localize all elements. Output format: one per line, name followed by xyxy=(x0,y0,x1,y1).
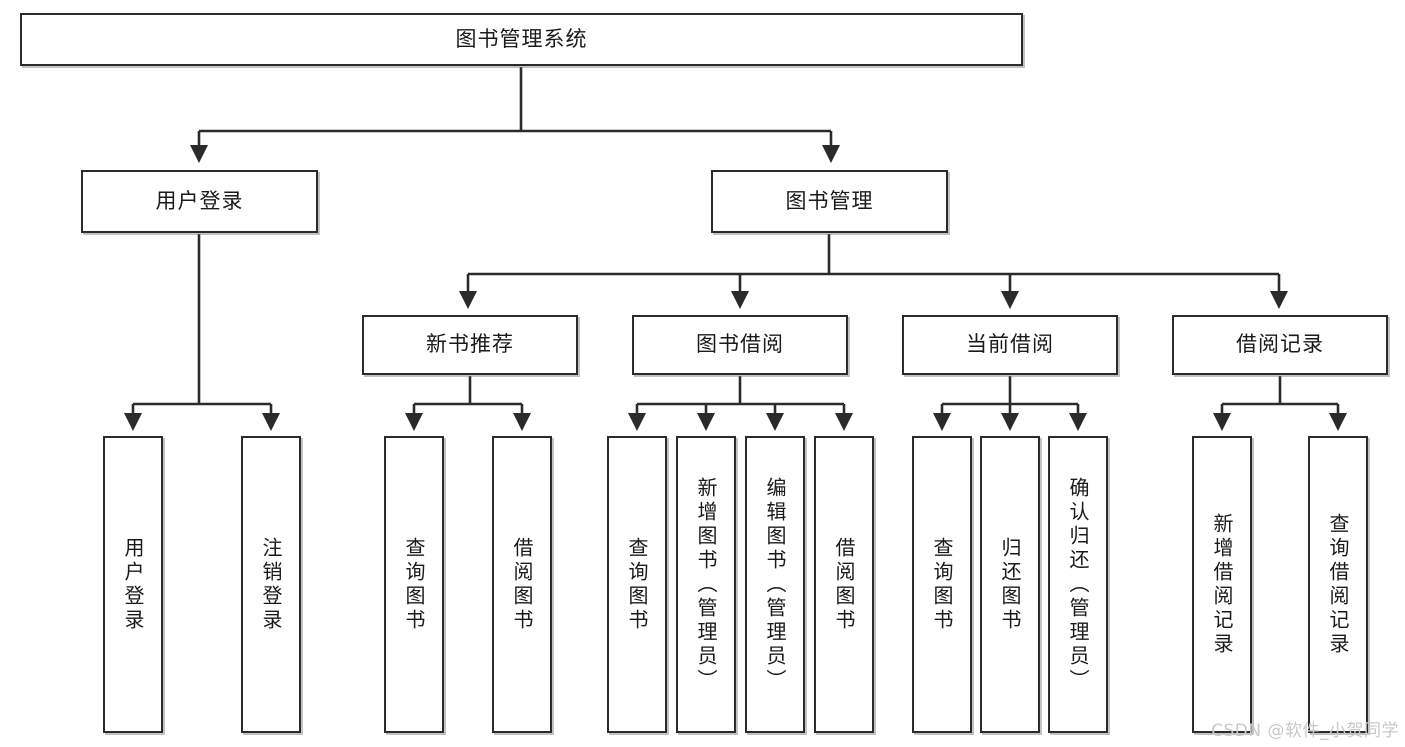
node-leaf-borrow-book-recommend[interactable]: 借阅图书 xyxy=(492,436,552,733)
node-current-borrow[interactable]: 当前借阅 xyxy=(902,315,1118,375)
node-leaf-confirm-return-admin[interactable]: 确认归还（管理员） xyxy=(1048,436,1108,733)
node-leaf-edit-book-admin[interactable]: 编辑图书（管理员） xyxy=(745,436,805,733)
node-label: 图书管理 xyxy=(785,188,874,213)
node-leaf-add-book-admin[interactable]: 新增图书（管理员） xyxy=(676,436,736,733)
node-borrow-record[interactable]: 借阅记录 xyxy=(1172,315,1388,375)
node-label: 查询图书 xyxy=(402,536,426,633)
node-leaf-query-book-current[interactable]: 查询图书 xyxy=(912,436,972,733)
node-root-book-management-system[interactable]: 图书管理系统 xyxy=(20,13,1023,66)
node-leaf-user-logout[interactable]: 注销登录 xyxy=(241,436,301,733)
node-book-borrow[interactable]: 图书借阅 xyxy=(632,315,848,375)
node-leaf-query-book-recommend[interactable]: 查询图书 xyxy=(384,436,444,733)
node-label: 用户登录 xyxy=(155,188,244,213)
node-label: 注销登录 xyxy=(259,536,283,633)
node-label: 借阅记录 xyxy=(1236,332,1324,357)
node-label: 用户登录 xyxy=(121,536,145,633)
node-user-login[interactable]: 用户登录 xyxy=(81,170,318,233)
node-leaf-query-book-borrow[interactable]: 查询图书 xyxy=(607,436,667,733)
node-label: 确认归还（管理员） xyxy=(1066,476,1090,693)
node-label: 查询图书 xyxy=(625,536,649,633)
node-label: 新增图书（管理员） xyxy=(694,476,718,693)
node-label: 查询借阅记录 xyxy=(1326,512,1350,657)
node-label: 图书借阅 xyxy=(696,332,784,357)
node-label: 编辑图书（管理员） xyxy=(763,476,787,693)
node-label: 图书管理系统 xyxy=(455,26,588,51)
node-leaf-user-login[interactable]: 用户登录 xyxy=(103,436,163,733)
node-label: 新增借阅记录 xyxy=(1210,512,1234,657)
node-leaf-borrow-book[interactable]: 借阅图书 xyxy=(814,436,874,733)
node-label: 当前借阅 xyxy=(966,332,1054,357)
node-label: 借阅图书 xyxy=(510,536,534,633)
node-label: 归还图书 xyxy=(998,536,1022,633)
node-label: 新书推荐 xyxy=(426,332,514,357)
node-leaf-query-borrow-record[interactable]: 查询借阅记录 xyxy=(1308,436,1368,733)
node-leaf-add-borrow-record[interactable]: 新增借阅记录 xyxy=(1192,436,1252,733)
node-new-book-recommend[interactable]: 新书推荐 xyxy=(362,315,578,375)
node-book-management[interactable]: 图书管理 xyxy=(711,170,948,233)
node-leaf-return-book[interactable]: 归还图书 xyxy=(980,436,1040,733)
node-label: 查询图书 xyxy=(930,536,954,633)
node-label: 借阅图书 xyxy=(832,536,856,633)
watermark: CSDN @软件_小贺同学 xyxy=(1211,721,1399,741)
